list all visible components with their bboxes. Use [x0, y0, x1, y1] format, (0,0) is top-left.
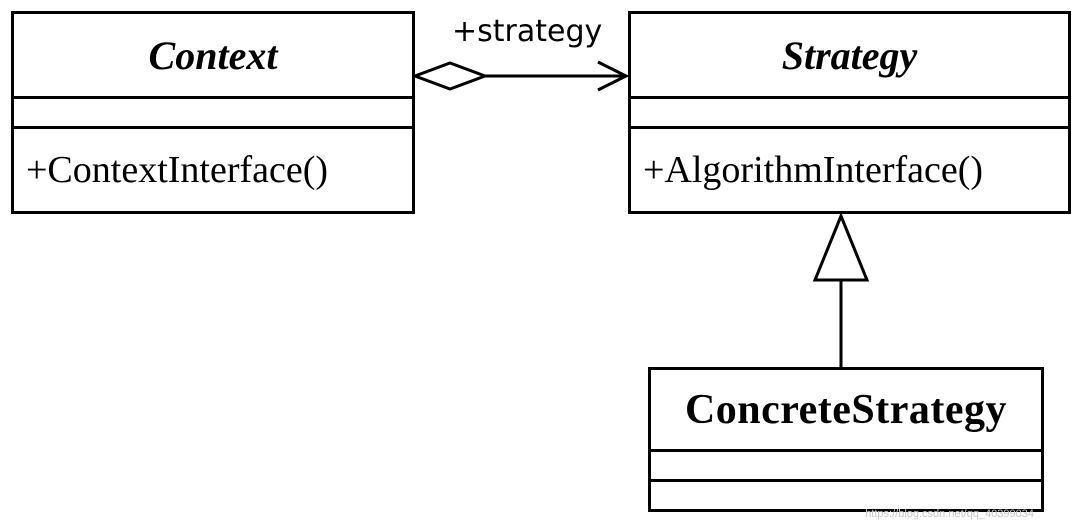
- operation: +AlgorithmInterface(): [643, 149, 984, 191]
- class-concrete-strategy: ConcreteStrategy: [648, 367, 1044, 512]
- generalization-triangle: [812, 212, 870, 282]
- operations-compartment: [651, 482, 1041, 509]
- class-name: Context: [14, 14, 412, 99]
- attributes-compartment: [14, 99, 412, 129]
- aggregation-role-label: +strategy: [452, 14, 603, 49]
- navigability-arrowhead: [597, 60, 630, 92]
- operation: +ContextInterface(): [26, 149, 329, 191]
- attributes-compartment: [651, 452, 1041, 482]
- attributes-compartment: [631, 99, 1068, 129]
- class-strategy: Strategy +AlgorithmInterface(): [628, 11, 1071, 214]
- watermark: https://blog.csdn.net/qq_40399034: [865, 508, 1034, 520]
- aggregation-diamond: [410, 61, 490, 91]
- class-context: Context +ContextInterface(): [11, 11, 415, 214]
- class-name: Strategy: [631, 14, 1068, 99]
- class-name: ConcreteStrategy: [651, 370, 1041, 452]
